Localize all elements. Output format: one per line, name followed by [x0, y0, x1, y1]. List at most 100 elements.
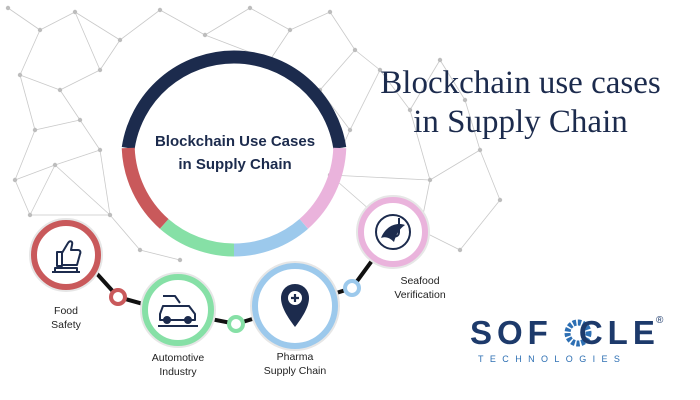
fish-hook-icon: [375, 214, 411, 250]
network-node: [12, 177, 18, 183]
hub-title-line2: in Supply Chain: [178, 155, 292, 173]
network-edge: [99, 39, 121, 71]
heading-line2: in Supply Chain: [413, 103, 628, 140]
network-edge: [439, 59, 466, 101]
network-node: [107, 212, 113, 218]
car-assembly-icon: [158, 295, 198, 327]
network-node: [97, 67, 103, 73]
network-edge: [409, 59, 441, 111]
network-edge: [204, 7, 251, 36]
network-edge: [74, 11, 121, 41]
connector-ring-red: [109, 288, 127, 306]
network-edge: [14, 129, 36, 181]
network-node: [377, 67, 383, 73]
hub-ring: [121, 50, 347, 257]
network-edge: [59, 89, 81, 121]
network-edge: [34, 119, 81, 131]
label-pharma: Pharma Supply Chain: [255, 351, 335, 378]
network-edge: [14, 179, 31, 216]
brand-tagline: TECHNOLOGIES: [478, 354, 627, 364]
brand-name-start: SOF: [470, 314, 553, 351]
network-node: [17, 72, 23, 78]
hub-title-line1: Blockchain Use Cases: [154, 133, 316, 150]
network-node: [352, 47, 358, 53]
network-node: [497, 197, 503, 203]
network-edge: [429, 149, 481, 181]
network-node: [117, 37, 123, 43]
network-edge: [99, 149, 111, 216]
network-edge: [329, 11, 356, 51]
network-node: [27, 212, 33, 218]
label-automotive-line1: Automotive: [151, 352, 205, 364]
page-heading: Blockchain use cases in Supply Chain: [348, 64, 693, 142]
network-edge: [59, 69, 101, 91]
network-node: [437, 57, 443, 63]
network-edge: [409, 109, 431, 181]
hub-segment-navy: [121, 50, 347, 149]
network-node: [462, 97, 468, 103]
network-edge: [479, 149, 501, 201]
network-node: [52, 162, 58, 168]
network-edge: [159, 9, 206, 36]
label-automotive: Automotive Industry: [138, 352, 218, 379]
use-case-node-food-safety: [29, 218, 103, 292]
network-edge: [54, 149, 101, 166]
label-food-safety: Food Safety: [38, 305, 94, 332]
network-node: [77, 117, 83, 123]
connector-ring-green: [227, 315, 245, 333]
network-node: [177, 257, 183, 263]
network-node: [32, 127, 38, 133]
network-node: [407, 107, 413, 113]
network-node: [97, 147, 103, 153]
medical-location-pin-icon: [281, 284, 309, 327]
network-edge: [19, 29, 41, 76]
network-edge: [459, 199, 501, 251]
network-node: [157, 7, 163, 13]
hub-segment-pink: [299, 147, 347, 229]
network-edge: [354, 49, 381, 71]
network-edge: [249, 7, 291, 31]
label-seafood-line2: Verification: [394, 288, 446, 301]
network-edge: [14, 164, 56, 181]
network-node: [427, 177, 433, 183]
label-seafood: Seafood Verification: [380, 275, 460, 302]
network-edge: [319, 49, 356, 91]
use-case-node-pharma: [250, 261, 340, 351]
network-background: [7, 7, 501, 261]
network-edge: [139, 249, 181, 261]
network-edge: [74, 11, 101, 71]
label-pharma-line2: Supply Chain: [263, 364, 327, 377]
network-node: [137, 247, 143, 253]
hub-segment-blue: [233, 218, 309, 257]
network-edge: [269, 29, 291, 61]
network-edge: [329, 174, 431, 181]
label-automotive-line2: Industry: [159, 365, 197, 378]
gear-o-icon: [564, 319, 592, 347]
network-node: [327, 9, 333, 15]
network-edge: [29, 164, 56, 216]
network-edge: [109, 214, 141, 251]
thumbs-up-food-icon: [52, 240, 82, 273]
network-edge: [19, 74, 36, 131]
network-edge: [349, 69, 381, 131]
network-node: [5, 5, 11, 11]
network-edge: [79, 119, 101, 151]
network-node: [287, 27, 293, 33]
network-node: [347, 127, 353, 133]
label-food-safety-line2: Safety: [51, 318, 81, 331]
network-node: [457, 247, 463, 253]
label-seafood-line1: Seafood: [400, 275, 440, 287]
network-edge: [289, 11, 331, 31]
network-edge: [7, 7, 41, 31]
network-node: [72, 9, 78, 15]
registered-mark: ®: [656, 315, 664, 326]
use-case-node-seafood: [356, 195, 430, 269]
connector-ring-blue: [343, 279, 361, 297]
network-edge: [54, 164, 111, 216]
use-case-node-automotive: [140, 272, 216, 348]
network-node: [202, 32, 208, 38]
network-edge: [379, 69, 411, 111]
